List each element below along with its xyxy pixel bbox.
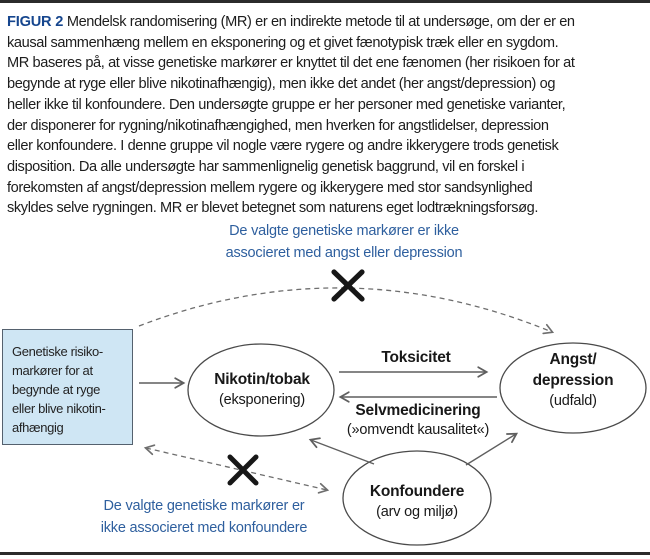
toxicity-label: Toksicitet [381,349,451,366]
note-line: associeret med angst eller depression [225,245,463,261]
note-line: ikke associeret med konfoundere [100,520,308,536]
dashed-arc-markers-to-outcome [138,287,555,335]
caption-line: begynde at ryge eller blive nikotinafhæn… [7,76,556,93]
arrow-confounders-to-outcome [465,432,519,466]
no-association-x-top [331,269,365,302]
outcome-title: Angst/ [549,351,597,368]
no-association-x-bottom [227,454,259,486]
exposure-ellipse [187,343,335,437]
genetic-markers-box: Genetiske risiko- markører for at begynd… [2,329,133,445]
note-no-association-confounders: De valgte genetiske markører er ikke ass… [101,495,308,539]
note-no-association-outcome: De valgte genetiske markører er ikke ass… [226,220,463,264]
confounders-subtitle: (arv og miljø) [376,504,458,520]
caption-line: forekomsten af angst/depression mellem r… [7,179,533,196]
bottom-rule [0,552,650,555]
confounders-title: Konfoundere [369,483,465,500]
figure-label: FIGUR 2 [7,14,64,30]
confounders-node-label: Konfoundere (arv og miljø) [370,481,464,522]
caption-text: Mendelsk randomisering (MR) er en indire… [66,14,575,30]
top-rule [0,0,650,3]
outcome-subtitle: (udfald) [549,393,597,409]
outcome-title: depression [532,372,614,389]
exposure-subtitle: (eksponering) [218,392,306,408]
caption-line: eller konfoundere. I denne gruppe vil no… [7,138,559,155]
self-medication-label: Selvmedicinering [355,402,481,419]
caption-line: MR baseres på, at visse genetiske markør… [7,55,575,72]
outcome-ellipse [499,342,647,434]
self-medication-sublabel: (»omvendt kausalitet«) [346,422,490,438]
exposure-node-label: Nikotin/tobak (eksponering) [214,369,310,410]
note-line: De valgte genetiske markører er [103,498,305,514]
box-line: afhængig [12,420,64,435]
caption-line: FIGUR 2 Mendelsk randomisering (MR) er e… [7,12,575,33]
box-line: Genetiske risiko- [12,344,103,359]
box-line: eller blive nikotin- [12,401,106,416]
exposure-title: Nikotin/tobak [214,371,310,388]
caption-line: skyldes selve rygningen. MR er blevet be… [7,200,538,217]
caption-line: kausal sammenhæng mellem en eksponering … [7,34,559,51]
box-line: begynde at ryge [12,382,100,397]
outcome-node-label: Angst/ depression (udfald) [533,349,614,411]
caption-line: der disponerer for rygning/nikotinafhæng… [7,117,549,134]
caption-line: disposition. Da alle undersøgte har samm… [7,158,525,175]
confounders-ellipse [342,450,492,546]
note-line: De valgte genetiske markører er ikke [229,223,459,239]
arrow-confounders-to-exposure [308,437,375,465]
figure-caption: FIGUR 2 Mendelsk randomisering (MR) er e… [7,12,575,219]
dashed-line-markers-to-confounders [143,444,330,494]
caption-line: heller ikke til konfoundere. Den undersø… [7,96,566,113]
box-line: markører for at [12,363,93,378]
